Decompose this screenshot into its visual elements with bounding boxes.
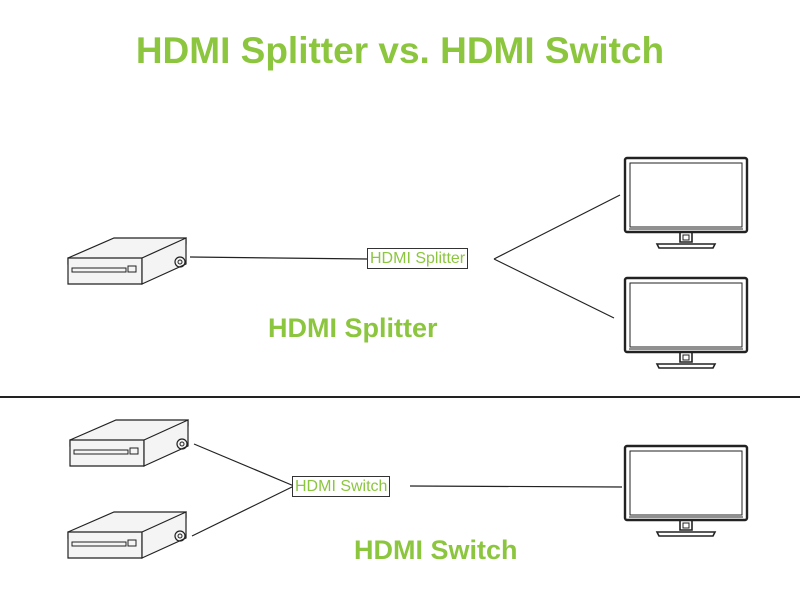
switch-input-cable-top [193, 443, 295, 487]
splitter-output-cable-top [493, 194, 621, 260]
switch-input-cable-bottom [191, 485, 295, 537]
splitter-section-label: HDMI Splitter [268, 313, 438, 343]
switch-box: HDMI Switch [292, 476, 391, 497]
splitter-input-cable [189, 256, 369, 260]
monitor-icon [623, 156, 749, 250]
media-player-icon [67, 511, 187, 559]
monitor-icon [623, 444, 749, 538]
page-title: HDMI Splitter vs. HDMI Switch [135, 30, 665, 71]
media-player-icon [67, 237, 187, 285]
splitter-box: HDMI Splitter [367, 248, 469, 269]
splitter-output-cable-bottom [493, 258, 615, 319]
switch-section-label: HDMI Switch [354, 535, 518, 565]
monitor-icon [623, 276, 749, 370]
switch-output-cable [409, 485, 623, 488]
media-player-icon [69, 419, 189, 467]
